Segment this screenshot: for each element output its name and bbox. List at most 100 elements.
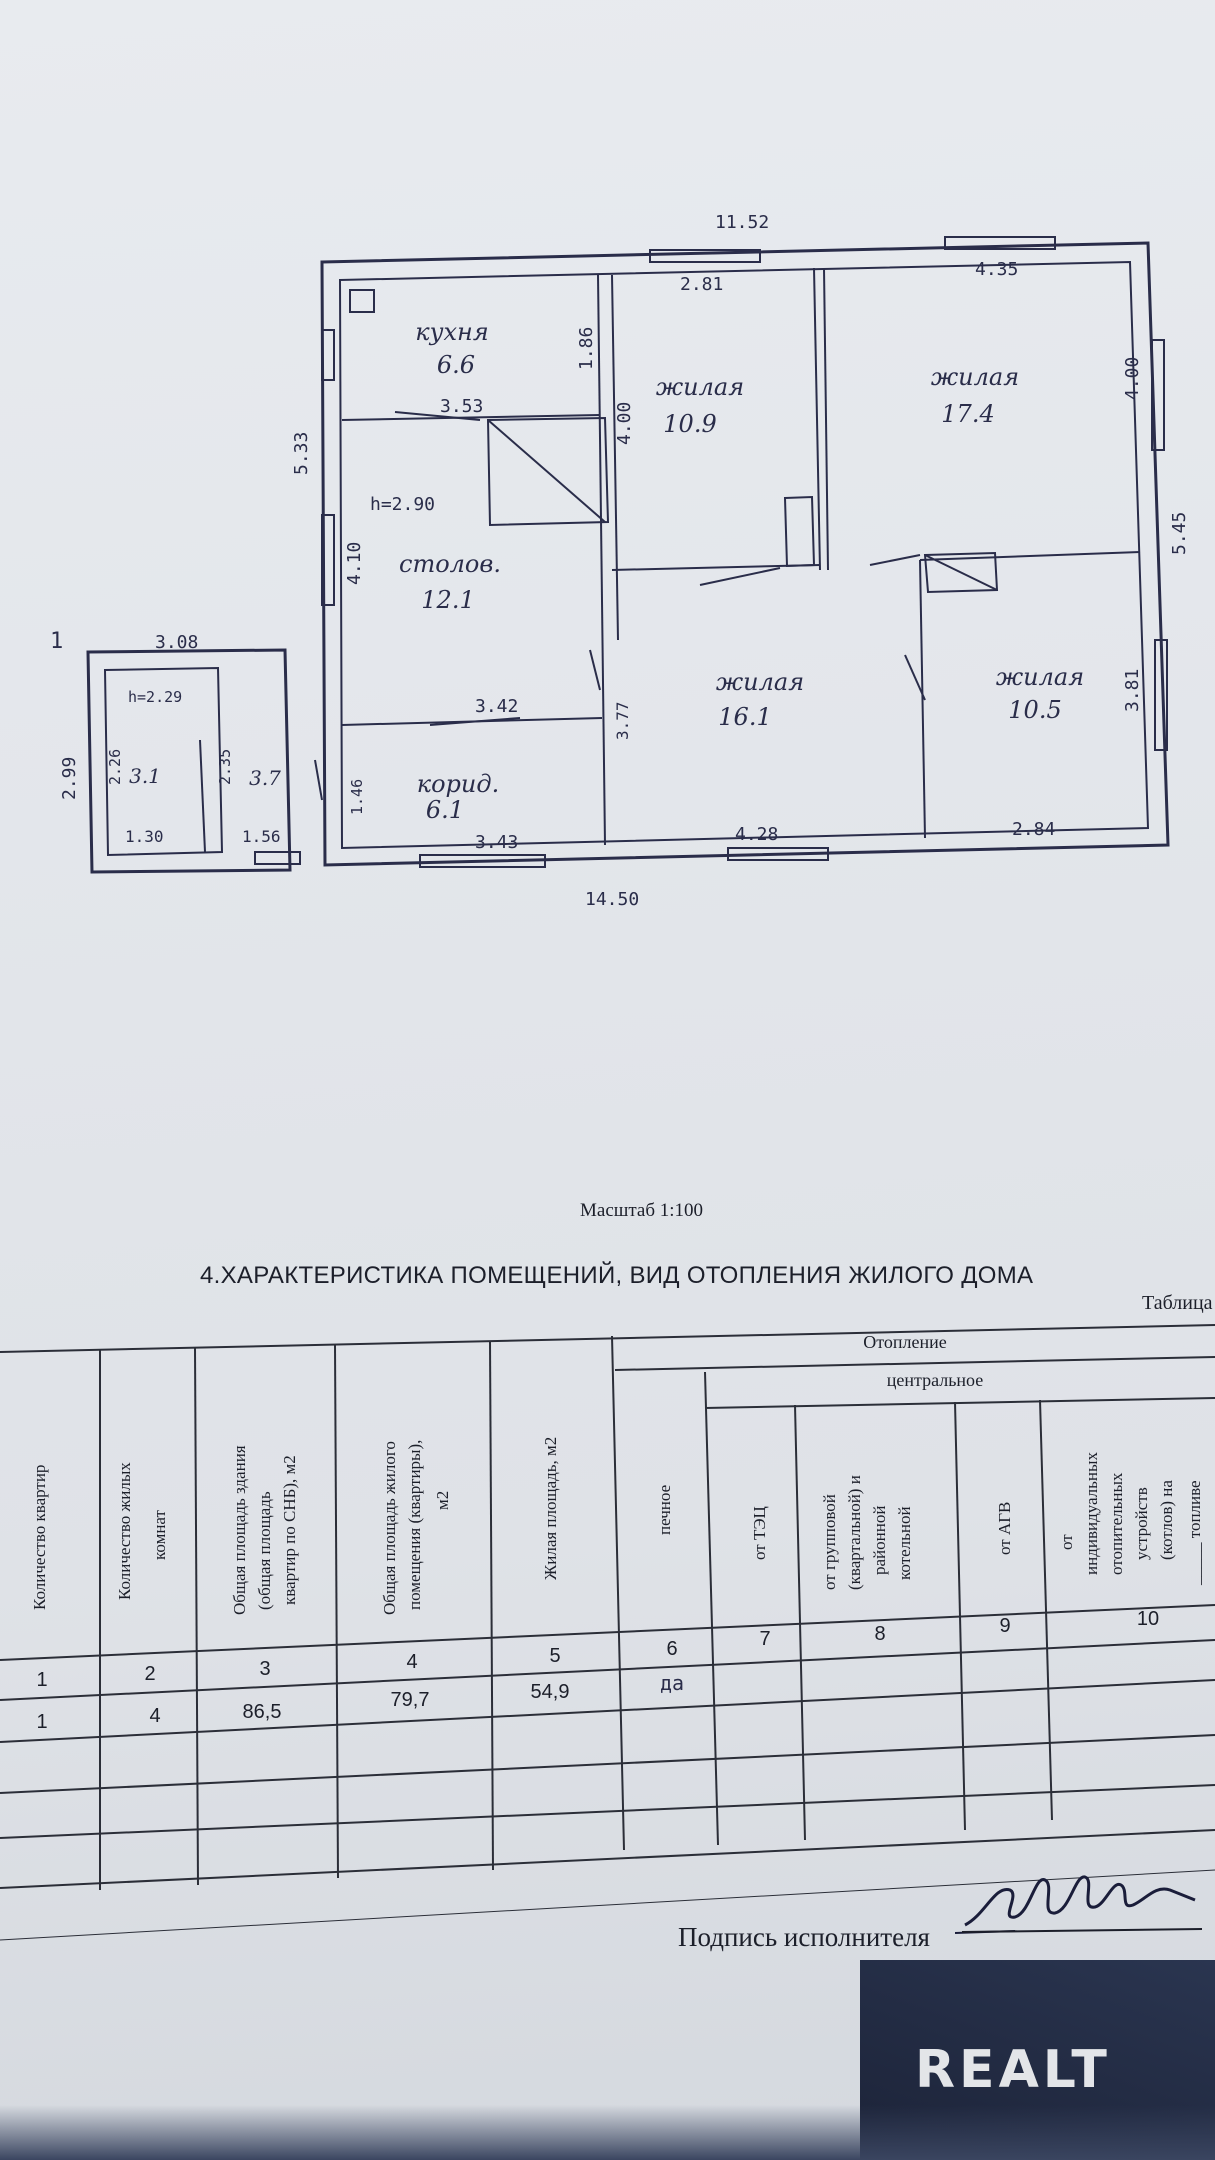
- room-kitchen-area: 6.6: [437, 351, 475, 379]
- dim-room2-depth: 4.00: [1122, 357, 1143, 400]
- room-living1-area: 10.9: [663, 410, 716, 438]
- section-marker: 1: [50, 629, 63, 654]
- col-num-5: 5: [549, 1645, 560, 1667]
- dim-room4-width: 2.84: [1012, 819, 1055, 840]
- dim-porch-left-width: 1.30: [125, 827, 164, 846]
- dim-corridor-depth: 1.46: [348, 779, 366, 815]
- col-header-8c: районной: [870, 1506, 889, 1575]
- window: [944, 236, 1056, 250]
- dim-kitchen-depth: 1.86: [576, 327, 597, 370]
- room-porch2-area: 3.7: [249, 766, 281, 790]
- dim-corridor-top: 3.42: [475, 696, 518, 717]
- cell-stove-heating: да: [660, 1671, 684, 1695]
- table-label: Таблица: [1142, 1292, 1213, 1314]
- col-header-10e: (котлов) на: [1157, 1480, 1176, 1560]
- col-header-4a: Общая площадь жилого: [380, 1441, 399, 1615]
- cell-living-area: 54,9: [531, 1681, 570, 1703]
- section-title: 4.ХАРАКТЕРИСТИКА ПОМЕЩЕНИЙ, ВИД ОТОПЛЕНИ…: [200, 1262, 1034, 1289]
- signature-line: [962, 1928, 1202, 1933]
- room-living3-area: 16.1: [718, 703, 771, 731]
- dim-top-total: 11.52: [715, 212, 769, 233]
- house-inner-wall: [338, 260, 1150, 850]
- dim-room3-depth: 3.77: [613, 701, 632, 740]
- scale-label: Масштаб 1:100: [580, 1200, 704, 1221]
- window: [1151, 339, 1165, 451]
- window: [649, 249, 761, 263]
- col-header-2a: Количество жилых: [115, 1462, 134, 1600]
- dim-porch-height: 2.99: [59, 757, 80, 800]
- col-num-9: 9: [999, 1615, 1010, 1637]
- dim-dining-depth: 4.10: [344, 542, 365, 585]
- dim-porch-h: h=2.29: [128, 688, 182, 706]
- wall-partition: [919, 551, 1141, 561]
- dim-porch-right-depth: 2.35: [216, 749, 234, 785]
- col-header-10b: индивидуальных: [1082, 1452, 1101, 1575]
- col-header-6: печное: [655, 1485, 674, 1535]
- dim-porch-right-width: 1.56: [242, 827, 281, 846]
- room-living4-name: жилая: [996, 663, 1084, 691]
- cell-rooms: 4: [149, 1705, 160, 1727]
- col-header-3c: квартир по СНБ), м2: [280, 1455, 299, 1605]
- wall-partition: [813, 267, 821, 571]
- col-header-3a: Общая площадь здания: [230, 1445, 249, 1615]
- header-central: центральное: [887, 1370, 984, 1390]
- col-header-3b: (общая площадь: [255, 1491, 274, 1610]
- col-header-10f: _____ топливе: [1185, 1480, 1204, 1586]
- stove: [486, 416, 610, 527]
- col-header-8b: (квартальной) и: [845, 1475, 864, 1590]
- dim-room1-width: 2.81: [680, 274, 723, 295]
- wall-partition: [823, 267, 829, 571]
- col-num-3: 3: [259, 1658, 270, 1680]
- room-porch1-area: 3.1: [129, 764, 161, 788]
- col-header-8d: котельной: [895, 1506, 914, 1580]
- wall-partition: [341, 414, 601, 421]
- dim-corridor-bottom: 3.43: [475, 832, 518, 853]
- dim-right: 5.45: [1169, 512, 1190, 555]
- dim-room1-depth: 4.00: [614, 402, 635, 445]
- col-num-4: 4: [406, 1651, 417, 1673]
- room-corridor-name: корид.: [417, 770, 499, 798]
- dim-kitchen-width: 3.53: [440, 396, 483, 417]
- room-living3-name: жилая: [716, 668, 804, 696]
- dim-ceiling-h: h=2.90: [370, 494, 435, 515]
- dim-porch-width: 3.08: [155, 632, 198, 653]
- signature-label: Подпись исполнителя: [678, 1922, 930, 1952]
- realt-watermark: REALT: [915, 2040, 1111, 2100]
- wall-partition: [611, 274, 619, 641]
- stove-diagonal: [487, 419, 606, 523]
- room-living1-name: жилая: [656, 373, 744, 401]
- room-living2-name: жилая: [931, 363, 1019, 391]
- col-num-2: 2: [144, 1663, 155, 1685]
- wall-partition: [597, 274, 606, 846]
- cell-building-area: 86,5: [243, 1701, 282, 1723]
- col-num-10: 10: [1137, 1608, 1159, 1630]
- col-num-8: 8: [874, 1623, 885, 1645]
- window: [254, 851, 301, 865]
- room-corridor-area: 6.1: [426, 796, 464, 824]
- dim-room4-depth: 3.81: [1122, 669, 1143, 712]
- col-header-1: Количество квартир: [30, 1465, 49, 1610]
- cell-apartments: 1: [36, 1711, 47, 1733]
- room-kitchen-name: кухня: [415, 318, 489, 346]
- wall-partition: [611, 564, 821, 571]
- window: [321, 514, 335, 606]
- col-num-6: 6: [666, 1638, 677, 1660]
- col-header-2b: комнат: [150, 1509, 169, 1560]
- dim-left: 5.33: [291, 432, 312, 475]
- window: [419, 854, 546, 868]
- col-header-4c: м2: [433, 1491, 452, 1510]
- window: [1154, 639, 1168, 751]
- floor-plan: 11.52 14.50 5.33 5.45 3.08 2.99 h=2.29 2…: [50, 212, 1190, 910]
- porch-inner-wall: [103, 666, 224, 857]
- col-header-8a: от групповой: [820, 1494, 839, 1590]
- room-living2-area: 17.4: [941, 400, 994, 428]
- cell-dwelling-area: 79,7: [391, 1689, 430, 1711]
- porch-outer-wall: [86, 648, 292, 874]
- characteristics-table: Отопление центральное Количество квартир…: [0, 1324, 1215, 1941]
- col-num-7: 7: [759, 1628, 770, 1650]
- col-header-9: от АГВ: [995, 1502, 1014, 1555]
- col-header-10c: отопительных: [1107, 1472, 1126, 1575]
- dim-room3-width: 4.28: [735, 824, 778, 845]
- window: [321, 329, 335, 381]
